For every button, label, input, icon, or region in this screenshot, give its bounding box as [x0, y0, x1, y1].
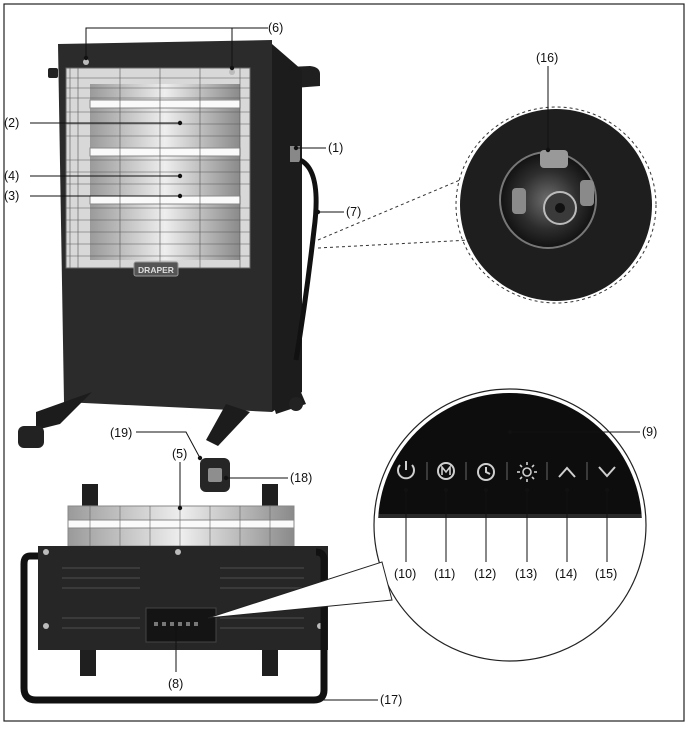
lower-bracket-right — [262, 650, 278, 676]
socket-zoom-outline — [455, 106, 657, 304]
label-8: (8) — [168, 677, 183, 691]
knob-vent-left — [512, 188, 526, 214]
label-13: (13) — [515, 567, 537, 581]
chevron-down-icon[interactable] — [598, 466, 616, 478]
upright-heater: DRAPER — [18, 40, 320, 492]
socket-pin — [555, 203, 565, 213]
flat-panel-icons — [154, 622, 198, 626]
socket-connector-bottom — [317, 239, 471, 249]
heating-tube-middle — [89, 147, 241, 157]
socket-detail — [317, 106, 657, 304]
chevron-up-icon[interactable] — [558, 466, 576, 478]
frame-stand — [20, 548, 328, 704]
label-11: (11) — [434, 567, 455, 581]
mode-icon[interactable] — [437, 462, 455, 480]
rear-foot — [272, 390, 306, 414]
timer-icon[interactable] — [477, 463, 495, 481]
socket-connector-top — [317, 179, 461, 241]
label-4: (4) — [4, 169, 19, 183]
draper-logo-text: DRAPER — [138, 265, 174, 275]
flat-screw-3 — [43, 623, 49, 629]
power-icon[interactable] — [397, 461, 415, 480]
panel-zoom-wedge — [207, 561, 393, 619]
power-switch — [290, 146, 300, 162]
rear-wheel — [289, 397, 303, 411]
knob-vent-right — [580, 180, 594, 206]
side-panel — [272, 44, 302, 412]
castor-brake — [208, 468, 222, 482]
guard-wires — [66, 68, 250, 268]
label-16: (16) — [536, 51, 558, 65]
knob-vent-top — [540, 150, 568, 168]
label-18: (18) — [290, 471, 312, 485]
left-foot — [36, 392, 92, 430]
flat-heating-tube — [67, 519, 295, 529]
label-6: (6) — [268, 21, 283, 35]
label-5: (5) — [172, 447, 187, 461]
label-15: (15) — [595, 567, 617, 581]
label-10: (10) — [394, 567, 416, 581]
flat-screw-2 — [175, 549, 181, 555]
screw-left — [83, 59, 89, 65]
label-14: (14) — [555, 567, 577, 581]
screw-right — [229, 69, 235, 75]
bracket-left — [82, 484, 98, 510]
label-17: (17) — [380, 693, 402, 707]
label-1: (1) — [328, 141, 343, 155]
label-9: (9) — [642, 425, 657, 439]
flat-guard-wires — [89, 506, 271, 546]
label-7: (7) — [346, 205, 361, 219]
callout-labels: (6) (2) (4) (3) (1) (7) (16) (19) (5) (1… — [4, 21, 657, 707]
label-19: (19) — [110, 426, 132, 440]
lower-bracket-left — [80, 650, 96, 676]
side-knob — [48, 68, 58, 78]
brightness-icon[interactable] — [517, 462, 537, 482]
bracket-right — [262, 484, 278, 510]
label-3: (3) — [4, 189, 19, 203]
left-rear-wheel — [18, 426, 44, 448]
panel-separators — [426, 462, 588, 480]
flat-screw-1 — [43, 549, 49, 555]
panel-edge — [378, 514, 642, 518]
heating-tube-top — [89, 99, 241, 109]
leader-lines — [30, 27, 640, 703]
panel-surface — [378, 393, 642, 514]
heating-tube-bottom — [89, 195, 241, 205]
power-cable — [293, 157, 319, 361]
label-2: (2) — [4, 116, 19, 130]
flat-vents — [62, 567, 304, 629]
draper-badge — [133, 261, 179, 277]
right-foot — [206, 404, 250, 446]
outer-border — [3, 3, 685, 722]
label-12: (12) — [474, 567, 496, 581]
